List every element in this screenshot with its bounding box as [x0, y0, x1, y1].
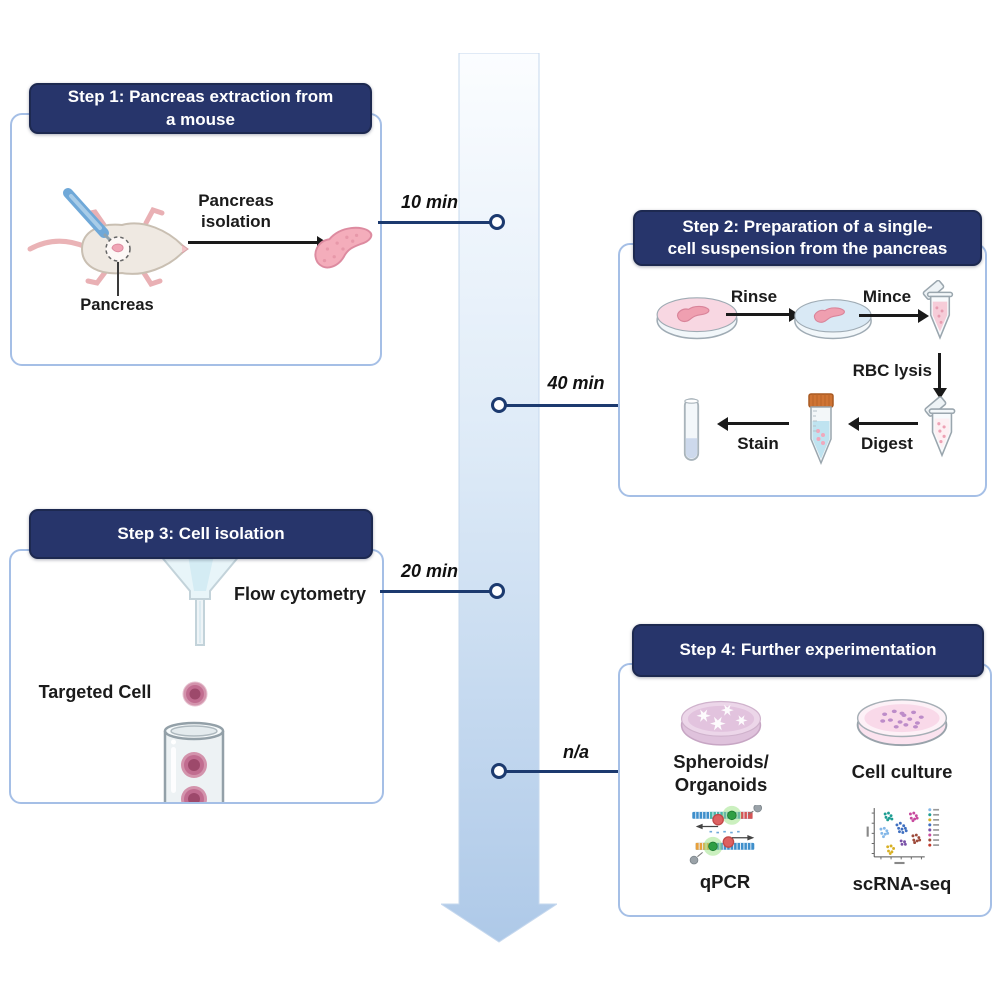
digest-label: Digest: [861, 434, 913, 453]
digest-arrow-icon: [858, 422, 918, 425]
mince-arrow-icon: [859, 314, 919, 317]
step3-header: Step 3: Cell isolation: [29, 509, 373, 559]
milestone-circle-icon: [489, 214, 505, 230]
step2-title-line2: cell suspension from the pancreas: [667, 239, 948, 258]
step3-title: Step 3: Cell isolation: [117, 523, 285, 543]
step2-panel: Rinse Mince RBC lysis Digest: [618, 243, 987, 497]
step2-title-line1: Step 2: Preparation of a single-: [682, 216, 933, 236]
spheroids-label-line1: Spheroids/: [673, 751, 769, 772]
rbc-lysis-label: RBC lysis: [852, 361, 932, 380]
pancreas-pointer-line: [117, 262, 119, 296]
milestone-label-10min: 10 min: [400, 192, 458, 212]
cell-culture-label: Cell culture: [851, 761, 953, 782]
step1-title-line2: a mouse: [166, 109, 235, 129]
stain-arrow-icon: [727, 422, 789, 425]
cell-icon: [182, 681, 208, 707]
collection-tube-icon: [163, 721, 225, 802]
milestone-circle-icon: [489, 583, 505, 599]
milestone-label-40min: 40 min: [547, 373, 605, 393]
stain-label: Stain: [737, 434, 779, 453]
step1-header: Step 1: Pancreas extraction from a mouse: [29, 83, 372, 134]
step1-panel: Pancreas isolation Pancreas: [10, 113, 382, 366]
milestone-connector-10min: [378, 221, 493, 224]
timeline-down-arrow: [441, 53, 557, 943]
milestone-circle-icon: [491, 763, 507, 779]
milestone-label-na: n/a: [562, 742, 589, 762]
rinse-label: Rinse: [730, 287, 778, 306]
cell-culture-dish-icon: [856, 699, 948, 747]
conical-tube-icon: [808, 393, 834, 465]
step2-header: Step 2: Preparation of a single- cell su…: [633, 210, 982, 266]
step3-panel: Flow cytometry Targeted Cell: [9, 549, 384, 804]
rinse-arrow-icon: [726, 313, 790, 316]
milestone-connector-20min: [380, 590, 493, 593]
pancreas-icon: [314, 226, 373, 269]
step4-header: Step 4: Further experimentation: [632, 624, 984, 677]
pancreas-label: Pancreas: [80, 296, 154, 314]
test-tube-icon: [683, 398, 700, 461]
isolation-arrow-icon: [188, 241, 318, 244]
flow-cytometry-funnel-icon: [158, 555, 242, 646]
rbc-lysis-arrow-icon: [938, 353, 941, 389]
step1-title-line1: Step 1: Pancreas extraction from: [67, 87, 334, 107]
step4-panel: Spheroids/ Organoids Cell culture: [618, 663, 992, 917]
scrna-seq-plot-icon: [866, 808, 940, 865]
petri-dish-blue-icon: [794, 299, 872, 340]
qpcr-icon: [689, 805, 763, 865]
qpcr-label: qPCR: [699, 871, 751, 892]
petri-dish-pink-icon: [656, 297, 738, 340]
spheroids-dish-icon: [680, 700, 762, 746]
milestone-label-20min: 20 min: [400, 561, 458, 581]
scrna-seq-label: scRNA-seq: [852, 873, 952, 894]
pancreas-isolation-label: Pancreas isolation: [198, 191, 274, 231]
milestone-circle-icon: [491, 397, 507, 413]
targeted-cell-label: Targeted Cell: [38, 682, 152, 702]
step4-title: Step 4: Further experimentation: [679, 640, 937, 660]
milestone-connector-na: [503, 770, 618, 773]
mince-label: Mince: [862, 287, 912, 306]
spheroids-label-line2: Organoids: [674, 773, 768, 795]
mouse-icon: [27, 188, 189, 287]
flow-cytometry-label: Flow cytometry: [233, 584, 367, 604]
microtube-digested-icon: [924, 396, 956, 458]
milestone-connector-40min: [503, 404, 618, 407]
microtube-open-icon: [922, 280, 954, 340]
spheroids-organoids-label: Spheroids/ Organoids: [658, 751, 784, 796]
